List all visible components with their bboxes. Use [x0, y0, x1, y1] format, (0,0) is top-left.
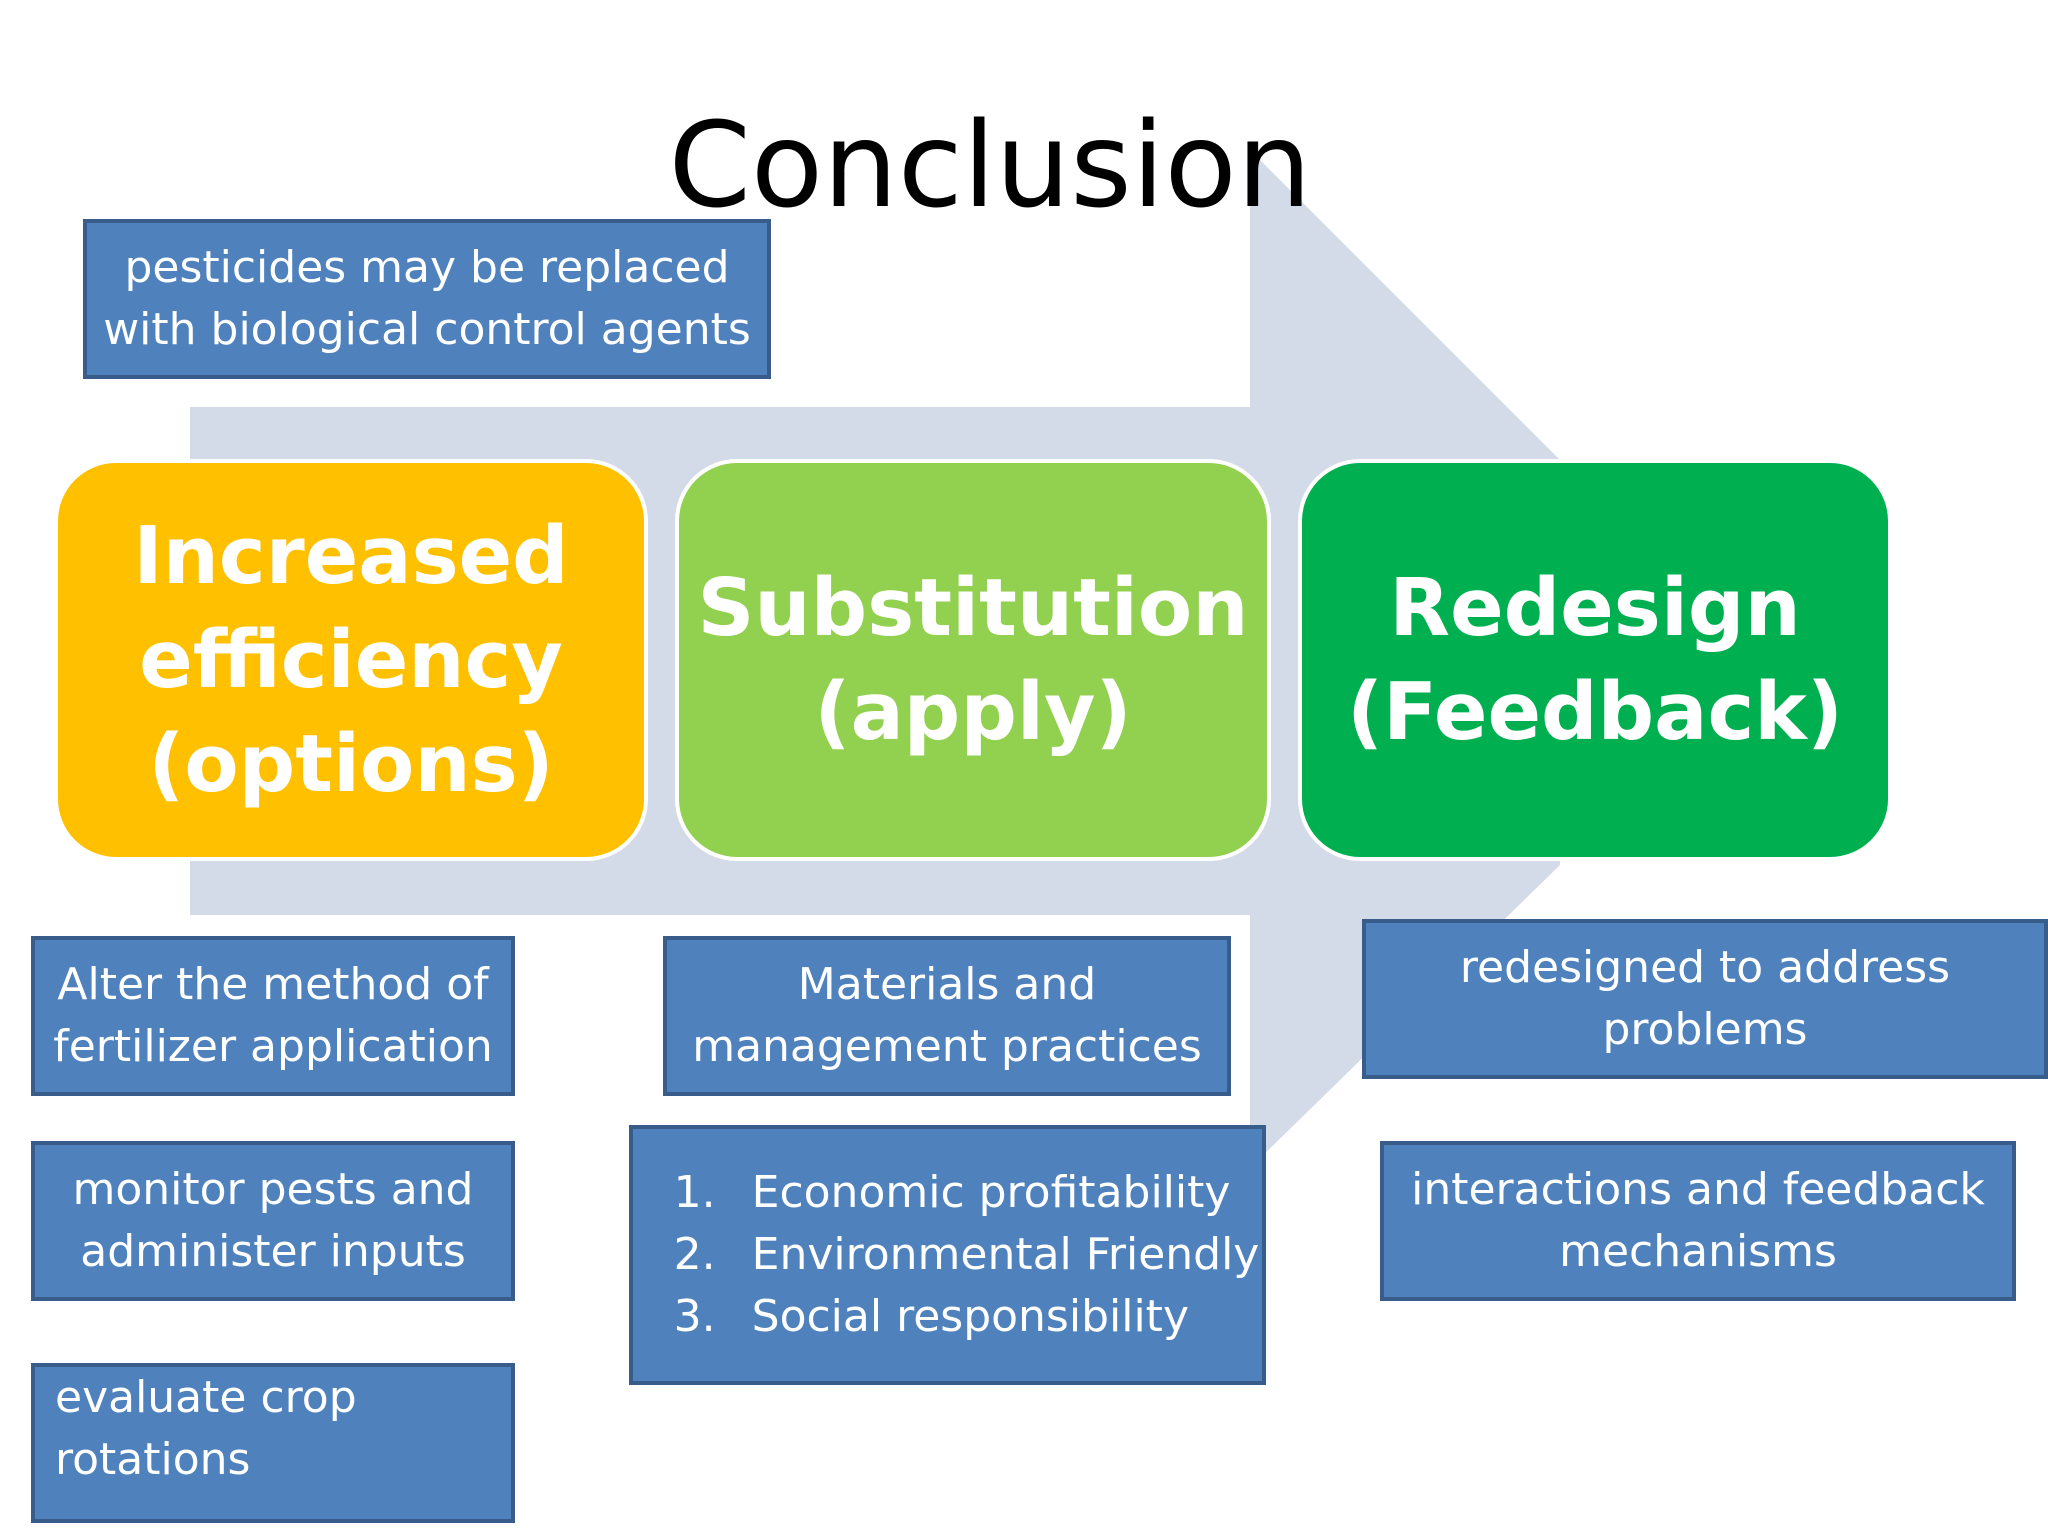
note-biological-control: pesticides may be replaced with biologic…	[83, 219, 771, 379]
note-line: administer inputs	[80, 1226, 466, 1277]
note-line: interactions and feedback	[1411, 1164, 1985, 1215]
list-text: Social responsibility	[751, 1291, 1189, 1342]
note-sustainability-criteria: 1. Economic profitability 2. Environment…	[629, 1125, 1266, 1385]
stage-redesign: Redesign (Feedback)	[1298, 459, 1892, 861]
stage-increased-efficiency: Increased efficiency (options)	[54, 459, 648, 861]
slide-title: Conclusion	[668, 96, 1312, 234]
note-line: Alter the method of	[57, 959, 489, 1010]
note-materials-practices: Materials and management practices	[663, 936, 1231, 1096]
list-item: 3. Social responsibility	[636, 1286, 1189, 1348]
note-line: problems	[1602, 1004, 1808, 1055]
stage-label-line: Substitution	[697, 562, 1249, 654]
stage-label-line: (apply)	[814, 666, 1132, 758]
list-number: 2.	[673, 1229, 716, 1280]
note-line: Materials and	[797, 959, 1097, 1010]
note-line: pesticides may be replaced	[124, 242, 730, 293]
note-feedback-mechanisms: interactions and feedback mechanisms	[1380, 1141, 2016, 1301]
list-text: Economic profitability	[751, 1167, 1231, 1218]
note-fertilizer-application: Alter the method of fertilizer applicati…	[31, 936, 515, 1096]
stage-label-line: Redesign	[1389, 562, 1801, 654]
note-line: evaluate crop	[55, 1372, 357, 1423]
criteria-list: 1. Economic profitability 2. Environment…	[636, 1162, 1260, 1348]
note-line: mechanisms	[1559, 1226, 1837, 1277]
note-line: redesigned to address	[1459, 942, 1951, 993]
stage-label-line: (options)	[148, 718, 554, 810]
list-number: 3.	[673, 1291, 716, 1342]
stage-substitution: Substitution (apply)	[675, 459, 1271, 861]
note-redesigned-problems: redesigned to address problems	[1362, 919, 2048, 1079]
note-line: with biological control agents	[103, 304, 751, 355]
list-item: 2. Environmental Friendly	[636, 1224, 1260, 1286]
stage-label-line: Increased	[133, 510, 569, 602]
note-crop-rotations: evaluate crop rotations	[31, 1363, 515, 1523]
note-monitor-pests: monitor pests and administer inputs	[31, 1141, 515, 1301]
stage-label-line: (Feedback)	[1347, 666, 1843, 758]
list-number: 1.	[673, 1167, 716, 1218]
note-line: rotations	[55, 1434, 251, 1485]
list-item: 1. Economic profitability	[636, 1162, 1231, 1224]
list-text: Environmental Friendly	[751, 1229, 1260, 1280]
note-line: management practices	[692, 1021, 1202, 1072]
note-line: fertilizer application	[53, 1021, 493, 1072]
stage-label-line: efficiency	[139, 614, 563, 706]
note-line: monitor pests and	[72, 1164, 474, 1215]
